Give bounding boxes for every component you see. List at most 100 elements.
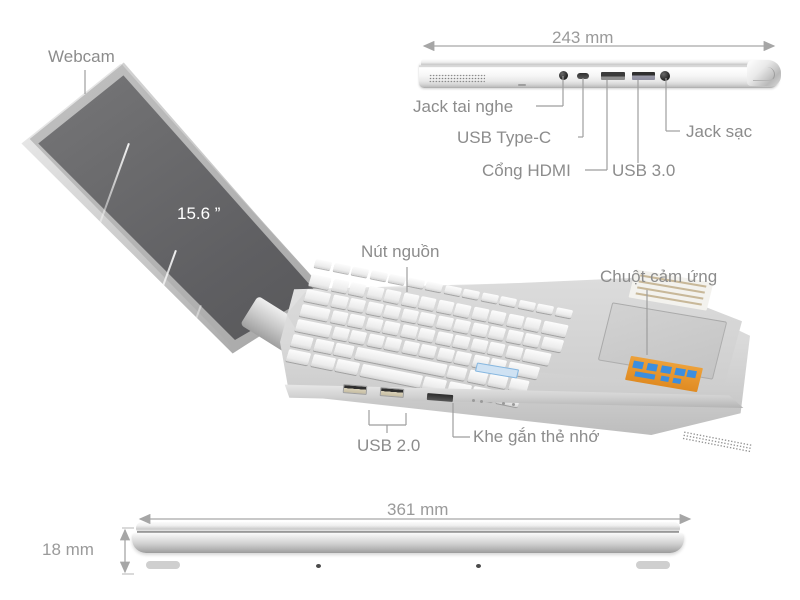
label-width-dimension: 361 mm <box>387 500 449 519</box>
laptop-edge-view <box>419 56 781 94</box>
charging-jack-port <box>660 71 670 81</box>
keyboard-key <box>446 365 468 381</box>
keyboard-key <box>480 292 499 304</box>
keyboard-key <box>417 327 436 343</box>
keyboard-key <box>505 329 524 345</box>
keyboard-key <box>401 340 420 356</box>
label-depth-dimension: 243 mm <box>552 28 614 47</box>
status-led-1 <box>472 399 475 402</box>
keyboard-key <box>435 315 454 331</box>
keyboard-key <box>488 310 507 325</box>
keyboard-key <box>434 331 454 347</box>
front-screw-2 <box>476 564 481 568</box>
keyboard-key <box>310 353 336 371</box>
keyboard-key <box>470 322 489 338</box>
keyboard-key <box>436 347 455 363</box>
keyboard-key <box>387 273 407 285</box>
keyboard-key <box>366 333 385 349</box>
keyboard-key <box>406 277 425 289</box>
keyboard-key <box>290 334 314 350</box>
status-led-2 <box>480 400 483 403</box>
keyboard-key <box>348 329 368 345</box>
keyboard-key <box>312 338 335 355</box>
keyboard-key <box>504 345 524 361</box>
usb-2-0-port-2 <box>379 387 405 398</box>
keyboard-key <box>382 320 401 336</box>
keyboard-key <box>347 313 366 329</box>
keyboard-key <box>333 342 355 359</box>
front-lid-profile <box>136 522 680 531</box>
keyboard-key <box>417 311 437 327</box>
label-usb-type-c: USB Type-C <box>457 128 552 147</box>
keyboard-key <box>369 270 388 282</box>
security-slot <box>518 84 526 86</box>
usb-2-0-port-1 <box>342 384 368 395</box>
screen-glare-3 <box>179 305 202 362</box>
front-lid-gap <box>137 531 679 534</box>
keyboard-key <box>487 341 506 357</box>
keyboard-key <box>452 334 471 350</box>
keyboard-key <box>330 294 349 310</box>
keyboard-key <box>453 303 472 318</box>
keyboard-key <box>487 325 507 341</box>
keyboard-key <box>285 349 312 366</box>
keyboard-key <box>443 284 462 297</box>
edge-lid-profile <box>421 59 773 66</box>
keyboard-key <box>330 278 350 294</box>
keyboard-key <box>329 310 349 326</box>
keyboard-key <box>348 282 367 297</box>
label-touchpad: Chuột cảm ứng <box>600 267 718 286</box>
keyboard-key <box>383 336 403 352</box>
keyboard-key <box>435 299 455 315</box>
keyboard-key <box>540 336 564 353</box>
keyboard-key <box>469 338 489 354</box>
keyboard-key <box>540 320 569 338</box>
keyboard-key <box>498 296 518 308</box>
keyboard-key <box>364 317 384 333</box>
label-screen-size: 15.6 ” <box>177 204 221 223</box>
keyboard-key <box>424 281 444 293</box>
label-headphone-jack: Jack tai nghe <box>413 97 514 116</box>
label-hdmi-port: Cổng HDMI <box>482 161 571 180</box>
label-power-button: Nút nguồn <box>361 242 440 261</box>
hdmi-port <box>601 72 625 80</box>
label-usb-2-0: USB 2.0 <box>357 436 421 455</box>
keyboard-key <box>470 306 490 322</box>
speaker-grille <box>428 74 486 83</box>
laptop-base-view <box>280 259 760 455</box>
keyboard-key <box>382 304 402 320</box>
keyboard-key <box>331 326 350 342</box>
label-height-dimension: 18 mm <box>42 540 94 559</box>
laptop-lid-view <box>0 55 400 455</box>
keyboard-key <box>334 358 361 376</box>
label-webcam: Webcam <box>48 47 115 66</box>
keyboard-key <box>522 348 552 366</box>
status-led-4 <box>512 403 515 406</box>
keyboard-key <box>517 299 536 311</box>
keyboard-key <box>535 303 555 315</box>
label-usb-3-0: USB 3.0 <box>612 161 676 180</box>
label-charging-jack: Jack sạc <box>686 122 753 141</box>
keyboard-key <box>522 332 542 348</box>
front-screw-1 <box>316 564 321 568</box>
usb-3-0-port <box>632 72 655 80</box>
keyboard-key <box>523 317 542 332</box>
keyboard-key <box>308 274 332 290</box>
keyboard-key <box>299 304 331 322</box>
keyboard-key <box>452 318 472 334</box>
keyboard-key <box>505 313 525 329</box>
keyboard-key <box>365 301 384 317</box>
keyboard-key <box>313 259 333 271</box>
keyboard-key <box>365 285 385 301</box>
label-card-reader: Khe gắn thẻ nhớ <box>473 427 600 446</box>
front-left-foot-pad <box>146 561 180 569</box>
usb-type-c-port <box>577 73 589 79</box>
keyboard-key <box>332 262 351 274</box>
front-right-foot-pad <box>636 561 670 569</box>
status-led-3 <box>502 402 505 405</box>
edge-hinge <box>747 60 781 86</box>
keyboard-key <box>400 308 419 324</box>
keyboard-key <box>461 288 481 300</box>
headphone-jack-port <box>559 71 568 80</box>
exhaust-vent <box>681 430 753 454</box>
